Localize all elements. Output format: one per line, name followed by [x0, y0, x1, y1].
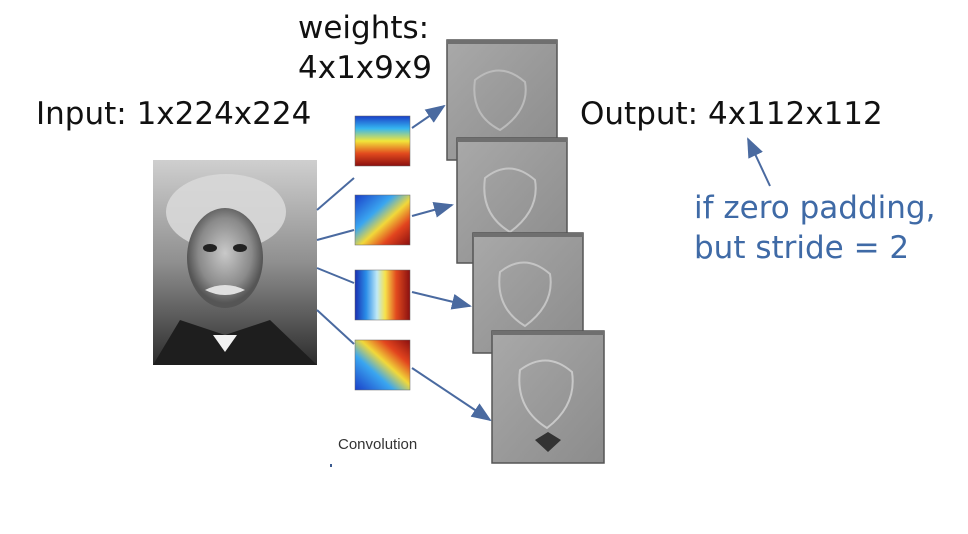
weights-label: weights: 4x1x9x9	[298, 8, 432, 88]
weights-label-line2: 4x1x9x9	[298, 50, 432, 86]
filter-1	[354, 115, 411, 167]
padding-stride-note: if zero padding, but stride = 2	[694, 188, 935, 268]
filter-to-map-arrows	[411, 104, 492, 422]
note-line2: but stride = 2	[694, 230, 910, 266]
filter-3	[354, 269, 411, 321]
caption-mark	[330, 464, 332, 467]
input-image	[153, 160, 317, 365]
figure-caption: Convolution	[338, 436, 418, 453]
photo-to-filter-lines	[316, 177, 355, 345]
output-label: Output: 4x112x112	[580, 96, 883, 132]
note-line1: if zero padding,	[694, 190, 936, 226]
filter-2	[354, 194, 411, 246]
filter-4	[354, 339, 411, 391]
input-label: Input: 1x224x224	[36, 96, 312, 132]
feature-map-4	[491, 330, 605, 464]
note-arrow	[747, 137, 771, 187]
weights-label-line1: weights:	[298, 10, 430, 46]
